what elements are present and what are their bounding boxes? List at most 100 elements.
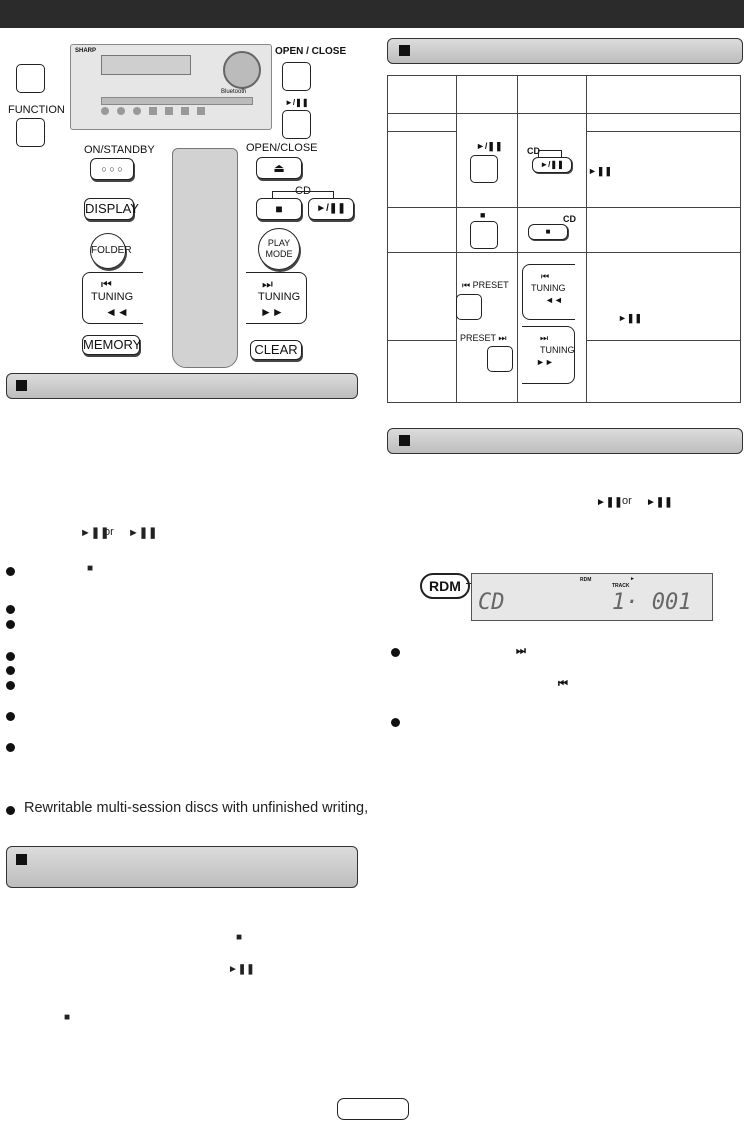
bullet-8 [6,743,15,752]
rdm-badge: RDM [420,573,470,599]
lcd-cd-text: CD [478,590,505,615]
section-marker-icon-4 [399,435,410,446]
bullet-3 [6,620,15,629]
folder-button[interactable]: FOLDER [90,233,132,269]
random-bullet-1 [391,648,400,657]
random-skip-fwd-icon: ⏭ [516,645,526,657]
lower-stop-icon-2: ■ [64,1012,71,1023]
table-stop-label: ■ [480,210,486,220]
random-section-header [387,428,743,454]
remote-control-body [172,148,238,368]
remote-open-close-label: OPEN/CLOSE [246,142,318,154]
table-play-pause-label: ►/❚❚ [476,141,503,151]
main-unit-illustration: SHARP Bluetooth [70,44,272,130]
table-stop-key[interactable] [470,221,498,249]
bullet-7 [6,712,15,721]
table-tuning-back-label: TUNING [531,283,566,293]
or-text: or [104,526,114,538]
unit-display [101,55,191,75]
remote-open-close-button[interactable]: ⏏ [256,157,302,179]
table-stop-cd-button[interactable]: ■ [528,224,568,240]
table-preset-fwd-key[interactable] [487,346,513,372]
random-skip-back-icon: ⏮ [558,678,568,690]
unit-open-close-key[interactable] [282,62,311,91]
lcd-number-text: 1· 001 [612,590,692,615]
lower-stop-icon-1: ■ [236,932,243,943]
unit-power-key[interactable] [16,64,45,93]
random-bullet-2 [391,718,400,727]
lcd-track-indicator: TRACK [612,583,630,589]
memory-label: MEMORY [83,337,142,352]
stop-icon: ■ [275,202,283,216]
right-section-header [387,38,743,64]
tuning-fwd-bracket[interactable]: ⏭ TUNING ►► [246,272,307,324]
table-tuning-fwd-label: TUNING [540,345,575,355]
unit-volume-knob [223,51,261,89]
rewritable-note: Rewritable multi-session discs with unfi… [24,800,369,816]
standby-dots-icon: ○ ○ ○ [101,164,123,174]
page-number-box [337,1098,409,1120]
table-stop-cd-icon: ■ [545,227,551,236]
section-marker-icon-3 [399,45,410,56]
random-or-text: or [622,495,632,507]
unit-open-close-label: OPEN / CLOSE [275,46,347,57]
function-label: FUNCTION [8,104,65,116]
lower-play-pause: ►❚❚ [228,964,255,975]
memory-button[interactable]: MEMORY [82,335,142,355]
table-cd-play-pause-icon: ►/❚❚ [540,160,564,169]
left-section-header [6,373,358,399]
unit-button-row [101,107,251,117]
play-pause-icon: ►/❚❚ [316,203,346,214]
table-preset-fwd-label: PRESET ⏭ [460,333,507,343]
lcd-play-indicator: ► [630,576,635,582]
cd-control-table [387,74,741,404]
stop-inline-icon: ■ [87,563,94,574]
skip-fwd-icon: ⏭ [262,277,273,291]
on-standby-button[interactable]: ○ ○ ○ [90,158,134,180]
bullet-4 [6,652,15,661]
display-button[interactable]: DISPLAY [84,198,139,220]
unit-bluetooth-label: Bluetooth [221,89,247,95]
table-right-play-icon-2: ►❚❚ [618,313,642,323]
table-stop-cd-label: CD [563,214,576,224]
table-cd-play-pause-button[interactable]: ►/❚❚ [532,157,572,173]
play-pause-inline-2: ►❚❚ [128,527,158,539]
table-tuning-back-bracket[interactable]: ⏮ TUNING ◄◄ [522,264,575,320]
unit-brand: SHARP [75,48,97,54]
bullet-9 [6,806,15,815]
eject-icon: ⏏ [273,161,285,175]
table-rewind-icon: ◄◄ [545,295,563,305]
table-play-pause-key[interactable] [470,155,498,183]
random-play-pause-1: ►❚❚ [596,497,623,508]
play-mode-button[interactable]: PLAY MODE [258,228,300,270]
table-tuning-fwd-bracket[interactable]: ⏭ TUNING ►► [522,326,575,384]
skip-back-icon: ⏮ [101,277,112,291]
on-standby-label: ON/STANDBY [84,144,155,156]
table-skip-back-icon: ⏮ [541,271,550,281]
top-title-bar [0,0,744,28]
unit-play-pause-key[interactable] [282,110,311,139]
display-label: DISPLAY [85,201,139,216]
tuning-fwd-label: TUNING [258,291,301,303]
bullet-1 [6,567,15,576]
bullet-6 [6,681,15,690]
remote-play-pause-button[interactable]: ►/❚❚ [308,198,354,220]
lcd-display: RDM TRACK ► CD 1· 001 [471,573,713,621]
tuning-back-label: TUNING [91,291,134,303]
folder-label: FOLDER [91,245,132,256]
random-play-pause-2: ►❚❚ [646,497,673,508]
function-key[interactable] [16,118,45,147]
section-marker-icon-2 [16,854,27,865]
tuning-back-bracket[interactable]: ⏮ TUNING ◄◄ [82,272,143,324]
table-preset-back-label: ⏮ PRESET [462,280,509,290]
rewind-icon: ◄◄ [105,305,129,319]
remote-stop-button[interactable]: ■ [256,198,302,220]
clear-label: CLEAR [254,342,298,357]
bullet-2 [6,605,15,614]
table-cd-bracket [538,150,562,157]
table-right-play-icon: ►❚❚ [588,166,612,176]
table-ffw-icon: ►► [536,357,554,367]
table-preset-back-key[interactable] [456,294,482,320]
lcd-rdm-indicator: RDM [580,577,592,583]
clear-button[interactable]: CLEAR [250,340,302,360]
